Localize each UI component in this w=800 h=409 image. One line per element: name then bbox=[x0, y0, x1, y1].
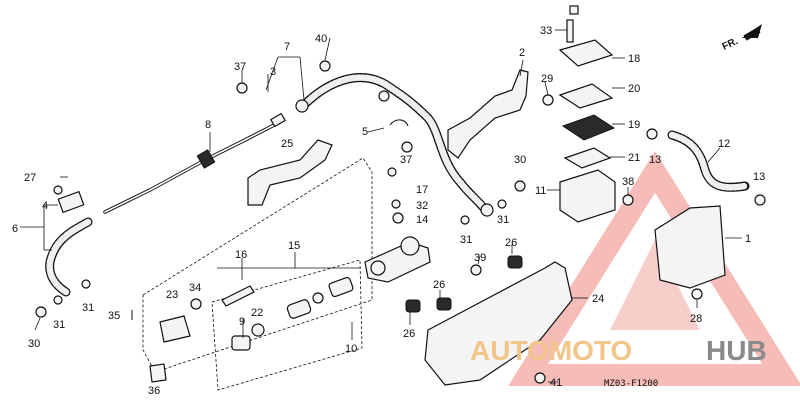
master-cylinder-bracket bbox=[447, 69, 529, 159]
label-1: 1 bbox=[745, 233, 751, 245]
label-16: 16 bbox=[235, 249, 247, 261]
label-30b: 30 bbox=[28, 338, 40, 350]
label-41: 41 bbox=[550, 377, 562, 389]
label-13b: 13 bbox=[753, 171, 765, 183]
label-37b: 37 bbox=[400, 154, 412, 166]
label-11: 11 bbox=[535, 185, 546, 197]
caliper-hose bbox=[45, 190, 93, 297]
label-27: 27 bbox=[24, 172, 36, 184]
rubber-3 bbox=[405, 299, 421, 313]
label-31c: 31 bbox=[82, 302, 94, 314]
brake-pipe bbox=[103, 112, 287, 214]
reservoir-group bbox=[558, 19, 616, 223]
label-36: 36 bbox=[148, 385, 160, 397]
label-26c: 26 bbox=[403, 328, 415, 340]
rubber-1 bbox=[507, 255, 523, 269]
label-29: 29 bbox=[541, 73, 553, 85]
label-14: 14 bbox=[416, 214, 428, 226]
label-33: 33 bbox=[540, 25, 552, 37]
label-23: 23 bbox=[166, 289, 178, 301]
label-10: 10 bbox=[345, 343, 357, 355]
label-38: 38 bbox=[622, 176, 634, 188]
label-20: 20 bbox=[628, 83, 640, 95]
rubber-2 bbox=[436, 297, 452, 311]
piston-parts bbox=[159, 276, 354, 351]
label-7: 7 bbox=[284, 41, 290, 53]
label-39: 39 bbox=[474, 252, 486, 264]
label-35: 35 bbox=[108, 310, 120, 322]
label-30a: 30 bbox=[514, 154, 526, 166]
callouts: 1 2 3 4 5 6 7 8 9 10 11 12 13 13 14 15 1… bbox=[12, 25, 765, 397]
watermark-text-2: HUB bbox=[706, 335, 767, 366]
label-26b: 26 bbox=[433, 279, 445, 291]
master-cylinder-body bbox=[364, 236, 431, 283]
lower-guard bbox=[424, 261, 573, 386]
label-24: 24 bbox=[592, 293, 604, 305]
diagram-code: MZ03-F1200 bbox=[604, 379, 658, 389]
label-18: 18 bbox=[628, 53, 640, 65]
label-4: 4 bbox=[42, 200, 48, 212]
reservoir-cover bbox=[654, 205, 726, 289]
watermark: AUTOMOTO HUB bbox=[470, 335, 767, 366]
label-28: 28 bbox=[690, 313, 702, 325]
watermark-text-1: AUTOMOTO bbox=[470, 335, 632, 366]
label-31a: 31 bbox=[460, 234, 472, 246]
forward-arrow bbox=[742, 24, 762, 41]
label-9: 9 bbox=[239, 316, 245, 328]
label-34: 34 bbox=[189, 282, 201, 294]
label-15: 15 bbox=[288, 240, 300, 252]
overflow-hose bbox=[667, 130, 750, 192]
piston-kit-outline bbox=[211, 259, 363, 391]
label-25: 25 bbox=[281, 138, 293, 150]
label-40: 40 bbox=[315, 33, 327, 45]
label-19: 19 bbox=[628, 119, 640, 131]
label-2: 2 bbox=[519, 47, 525, 59]
label-13a: 13 bbox=[649, 154, 661, 166]
label-26a: 26 bbox=[505, 237, 517, 249]
label-17: 17 bbox=[416, 184, 428, 196]
label-3: 3 bbox=[270, 66, 276, 78]
label-8: 8 bbox=[205, 119, 211, 131]
label-32: 32 bbox=[416, 200, 428, 212]
bolts bbox=[35, 5, 766, 384]
forward-label: FR. bbox=[721, 36, 740, 53]
leader-lines bbox=[20, 29, 742, 383]
label-5: 5 bbox=[362, 126, 368, 138]
label-37a: 37 bbox=[234, 61, 246, 73]
master-cylinder-outline bbox=[142, 157, 373, 373]
label-6: 6 bbox=[12, 223, 18, 235]
label-31d: 31 bbox=[53, 319, 65, 331]
hose-bracket bbox=[247, 139, 333, 206]
reservoir-hose bbox=[295, 73, 494, 217]
label-21: 21 bbox=[628, 152, 640, 164]
label-31b: 31 bbox=[497, 214, 509, 226]
label-12: 12 bbox=[718, 138, 730, 150]
label-22: 22 bbox=[251, 307, 263, 319]
